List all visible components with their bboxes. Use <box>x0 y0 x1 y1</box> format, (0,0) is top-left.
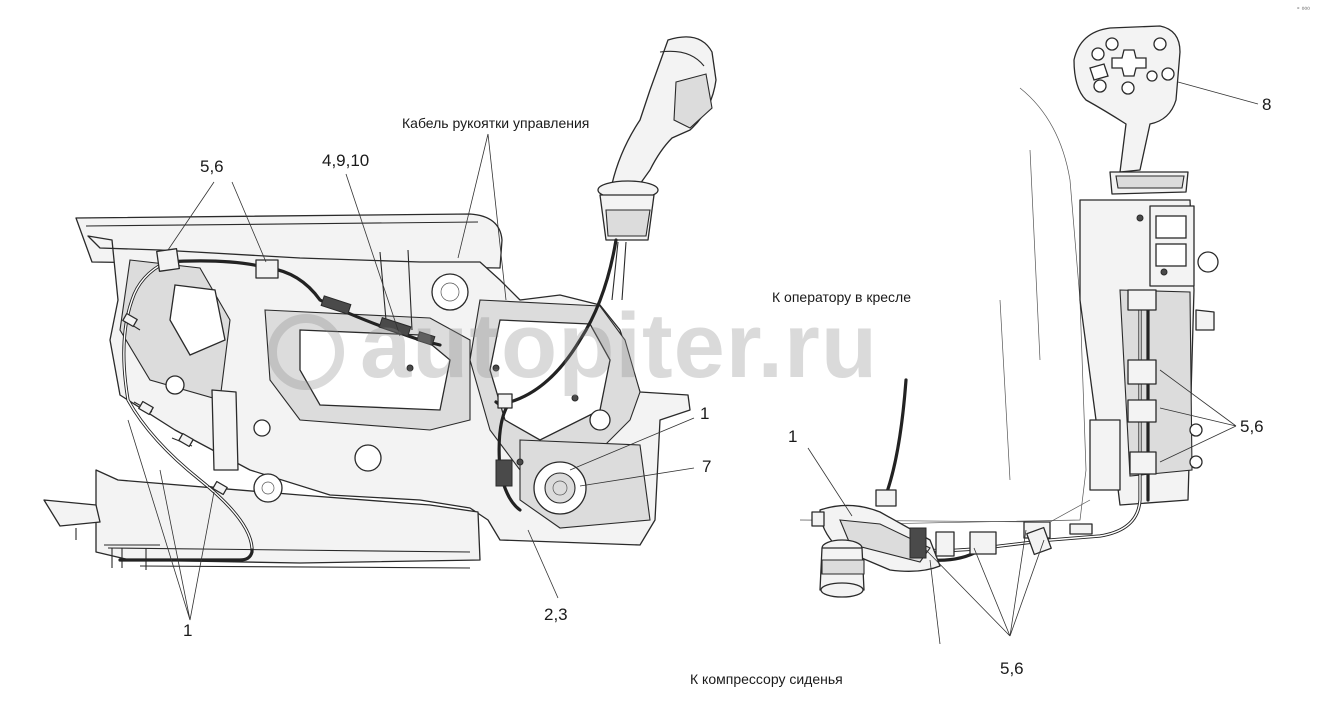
label-to-compressor: К компрессору сиденья <box>690 671 843 687</box>
corner-mark: ° ⁰⁰⁰ <box>1296 7 1310 14</box>
callout-1-right: 1 <box>788 427 798 446</box>
label-to-operator: К оператору в кресле <box>772 289 912 305</box>
right-cable-harness <box>811 289 1157 598</box>
left-leader-lines <box>127 133 695 621</box>
callout-2-3: 2,3 <box>544 605 568 624</box>
right-joystick-handle <box>1073 25 1189 195</box>
left-cable-harness <box>118 238 618 562</box>
label-cable-handle: Кабель рукоятки управления <box>402 115 590 131</box>
callout-7: 7 <box>702 457 712 476</box>
callout-1-left-bottom: 1 <box>183 621 193 640</box>
watermark-text: autopiter.ru <box>360 295 879 397</box>
callout-1-left-right: 1 <box>700 404 710 423</box>
callout-5-6-right-side: 5,6 <box>1240 417 1264 436</box>
callout-8: 8 <box>1262 95 1272 114</box>
left-joystick-handle <box>597 36 717 301</box>
callout-4-9-10: 4,9,10 <box>322 151 370 170</box>
right-leader-lines <box>807 81 1259 645</box>
watermark-badge-icon <box>268 314 344 390</box>
callout-5-6-right-bottom: 5,6 <box>1000 659 1024 678</box>
callout-5-6-left: 5,6 <box>200 157 224 176</box>
